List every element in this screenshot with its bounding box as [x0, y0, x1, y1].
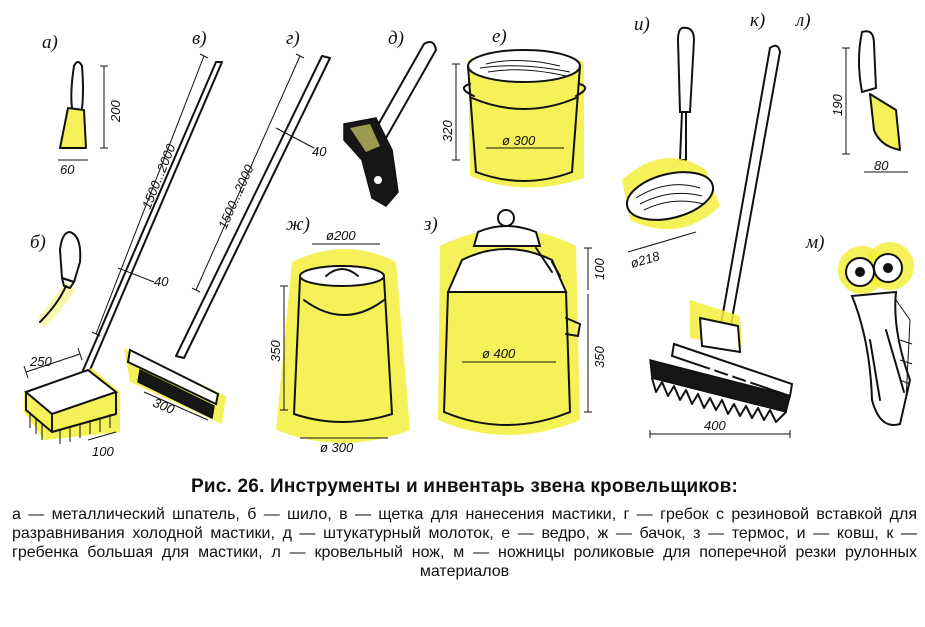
item-e-bucket: е) 320 ø 300: [440, 26, 587, 188]
label-b: б): [30, 232, 46, 253]
item-a-spatula: а) 200 60: [42, 32, 123, 177]
dim-a-height: 200: [108, 100, 123, 123]
item-i-ladle: и) ø218: [622, 14, 720, 271]
dim-l-height: 190: [830, 94, 845, 116]
dim-zh-bottom: ø 300: [320, 440, 354, 455]
dim-z-height: 350: [592, 346, 607, 368]
tools-drawing: а) 200 60 б) в) 1500...2000 40 250 100: [23, 10, 914, 459]
caption-legend: а — металлический шпатель, б — шило, в —…: [12, 506, 917, 580]
item-l-knife: л) 190 80: [795, 10, 908, 173]
label-v: в): [192, 28, 207, 49]
item-k-comb: к) 400: [649, 10, 794, 438]
figure-caption: Рис. 26. Инструменты и инвентарь звена к…: [12, 476, 917, 581]
dim-z-top: 100: [592, 258, 607, 280]
dim-z-diameter: ø 400: [482, 346, 516, 361]
item-m-shears: м): [805, 232, 914, 426]
label-k: к): [750, 10, 765, 31]
dim-l-width: 80: [874, 158, 889, 173]
dim-b-brush-length: 250: [29, 354, 52, 369]
label-z: з): [423, 214, 438, 235]
dim-v-handle: 40: [154, 274, 169, 289]
label-g: г): [286, 28, 300, 49]
item-zh-tank: ж) ø200 350 ø 300: [268, 214, 410, 455]
dim-k-width: 400: [704, 418, 726, 433]
dim-b-brush-width: 100: [92, 444, 114, 459]
dim-e-height: 320: [440, 120, 455, 142]
item-v-brush: в) 1500...2000 40 250 100: [23, 28, 223, 459]
label-i: и): [634, 14, 650, 35]
label-zh: ж): [286, 214, 310, 235]
item-z-thermos: з) ø 400 100 350: [423, 209, 607, 435]
item-d-hammer: д): [343, 28, 438, 207]
caption-title: Рис. 26. Инструменты и инвентарь звена к…: [191, 476, 738, 497]
item-b-awl: б): [30, 231, 82, 328]
dim-e-diameter: ø 300: [502, 133, 536, 148]
dim-g-handle: 40: [312, 144, 327, 159]
label-a: а): [42, 32, 58, 53]
label-m: м): [805, 232, 824, 253]
dim-i-diameter: ø218: [629, 248, 662, 271]
tools-illustration: а) 200 60 б) в) 1500...2000 40 250 100: [23, 10, 914, 459]
label-l: л): [795, 10, 811, 31]
dim-a-width: 60: [60, 162, 75, 177]
label-e: е): [492, 26, 507, 47]
label-d: д): [388, 28, 404, 49]
dim-zh-height: 350: [268, 340, 283, 362]
dim-zh-top: ø200: [326, 228, 356, 243]
